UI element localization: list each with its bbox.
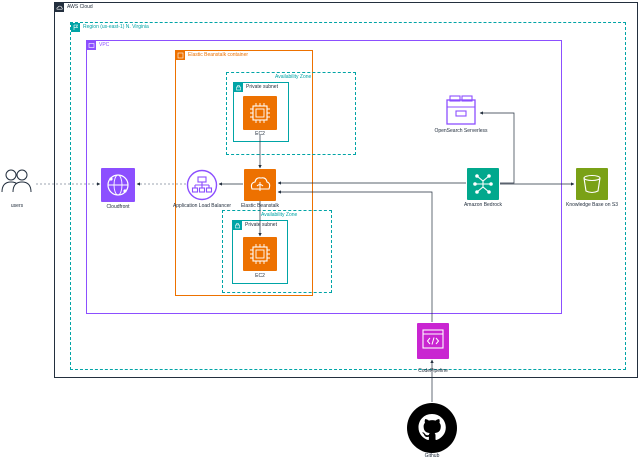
bedrock-label: Amazon Bedrock [463, 202, 503, 208]
bedrock-node[interactable]: Amazon Bedrock [464, 168, 502, 208]
github-node[interactable]: Github [407, 403, 457, 459]
alb-node[interactable]: Application Load Balancer [173, 169, 231, 209]
availability-zone-bottom: Availability Zone [222, 210, 332, 293]
beanstalk-container-group: Elastic Beanstalk container [175, 50, 313, 296]
beanstalk-container-label: Elastic Beanstalk container [188, 52, 249, 58]
private-subnet-top-lock-icon [234, 83, 243, 92]
beanstalk-icon [250, 177, 271, 191]
availability-zone-bottom-label: Availability Zone [261, 212, 298, 218]
availability-zone-top: Availability Zone [226, 72, 356, 155]
ec2-bottom-tile [243, 237, 277, 271]
private-subnet-bottom-lock-icon [233, 221, 242, 230]
opensearch-label: OpenSearch Serverless [434, 128, 488, 134]
s3-tile [576, 168, 608, 200]
aws-cloud-label: AWS Cloud [67, 4, 93, 10]
availability-zone-top-label: Availability Zone [275, 74, 312, 80]
codepipeline-node[interactable]: CodePipeline [417, 323, 449, 374]
cloudfront-icon [107, 174, 129, 196]
aws-cloud-group: AWS Cloud [54, 2, 638, 378]
aws-cloud-icon [55, 3, 64, 12]
alb-label: Application Load Balancer [172, 203, 232, 209]
s3-bucket-icon [583, 174, 601, 194]
private-subnet-top: Private subnet [233, 82, 289, 142]
bedrock-icon [473, 174, 493, 194]
ec2-bottom-label: EC2 [255, 273, 265, 279]
beanstalk-container-icon [176, 51, 185, 60]
github-icon [407, 403, 457, 453]
codepipeline-label: CodePipeline [418, 368, 448, 374]
beanstalk-node[interactable]: Elastic Beanstalk [241, 169, 279, 209]
ec2-top-tile [243, 96, 277, 130]
vpc-icon [87, 41, 96, 50]
vpc-group: VPC [86, 40, 562, 314]
s3-label: Knowledge Base on S3 [566, 202, 618, 208]
load-balancer-icon [186, 169, 218, 201]
ec2-top-label: EC2 [255, 131, 265, 137]
region-group: Region (us-east-1) N. Virginia [70, 22, 626, 370]
users-icon [1, 169, 32, 193]
opensearch-node[interactable]: OpenSearch Serverless [434, 94, 488, 134]
s3-node[interactable]: Knowledge Base on S3 [566, 168, 618, 208]
vpc-label: VPC [99, 42, 110, 48]
region-label: Region (us-east-1) N. Virginia [83, 24, 149, 30]
ec2-bottom-chip-icon [250, 244, 270, 264]
ec2-bottom-node[interactable]: EC2 [243, 237, 277, 279]
github-label: Github [424, 453, 440, 459]
edge-codepipeline-beanstalk [277, 190, 433, 322]
ec2-top-chip-icon [250, 103, 270, 123]
region-flag-icon [71, 23, 80, 32]
codepipeline-icon [422, 329, 444, 349]
private-subnet-top-label: Private subnet [246, 84, 278, 90]
users-node[interactable]: users [0, 166, 34, 209]
ec2-top-node[interactable]: EC2 [243, 96, 277, 137]
opensearch-icon [446, 95, 476, 125]
edge-bedrock-opensearch [479, 111, 515, 184]
cloudfront-label: Cloudfront [106, 204, 130, 210]
beanstalk-label: Elastic Beanstalk [240, 203, 280, 209]
cloudfront-node[interactable]: Cloudfront [101, 168, 135, 210]
users-label: users [10, 203, 24, 209]
private-subnet-bottom-label: Private subnet [245, 222, 277, 228]
